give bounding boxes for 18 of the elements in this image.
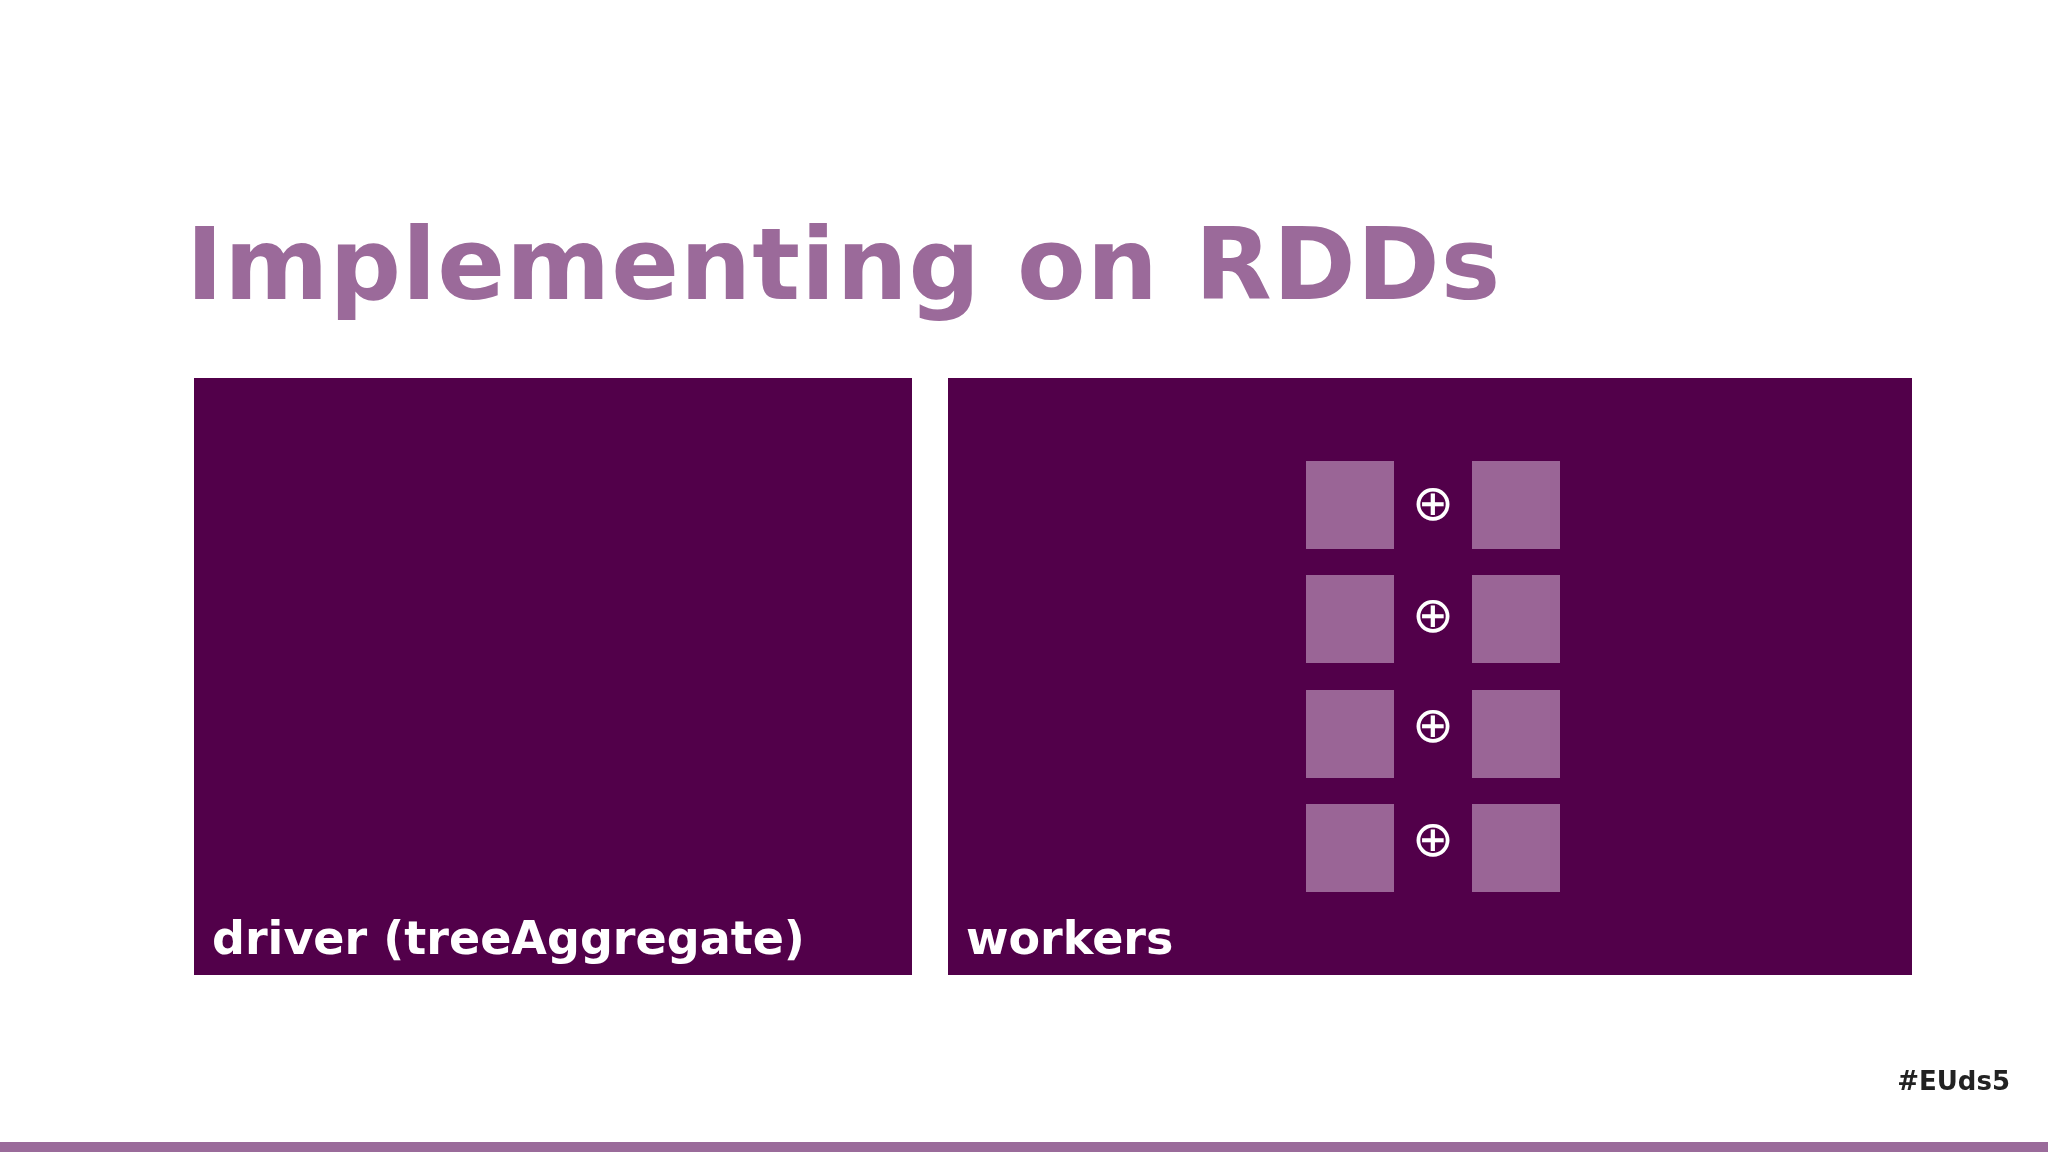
square-tile [1306,461,1394,549]
square-tile [1472,804,1560,892]
hashtag-text: #EUds5 [1897,1066,2010,1096]
plus-operator: ⊕ [1394,700,1472,756]
panel-label: workers [966,910,1174,968]
slide-title: Implementing on RDDs [186,205,1502,325]
plus-operator: ⊕ [1394,478,1472,534]
square-tile [1306,690,1394,778]
square-tile [1306,804,1394,892]
square-tile [1306,575,1394,663]
square-tile [1472,575,1560,663]
plus-operator: ⊕ [1394,814,1472,870]
panel-label: driver (treeAggregate) [212,910,805,968]
square-tile [1472,461,1560,549]
panel [194,378,912,975]
plus-operator: ⊕ [1394,590,1472,646]
panel [948,378,1912,975]
square-tile [1472,690,1560,778]
